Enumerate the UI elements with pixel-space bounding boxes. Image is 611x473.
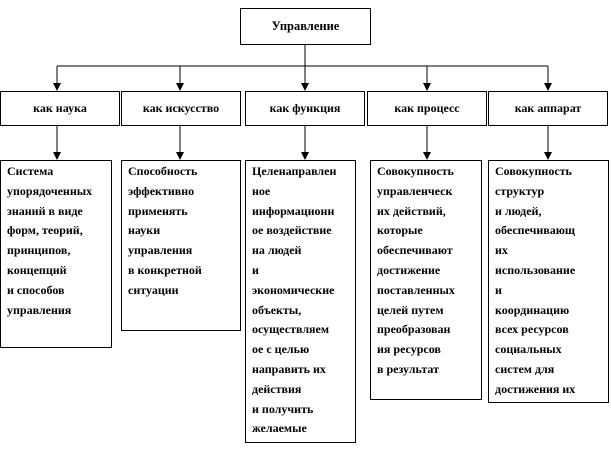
description-box-science: Система упорядоченных знаний в виде форм… xyxy=(0,160,112,348)
description-box-function: Целенаправлен ное информационн ое воздей… xyxy=(245,160,356,443)
root-box: Управление xyxy=(240,8,371,45)
description-box-art: Способность эффективно применять науки у… xyxy=(121,160,241,331)
heading-label: как наука xyxy=(33,100,87,115)
heading-box-apparatus: как аппарат xyxy=(488,91,608,126)
heading-label: как функция xyxy=(269,100,341,115)
heading-box-art: как искусство xyxy=(121,91,241,126)
heading-label: как аппарат xyxy=(514,100,582,115)
heading-box-science: как наука xyxy=(0,91,120,126)
root-label: Управление xyxy=(271,18,340,33)
heading-label: как процесс xyxy=(394,100,460,115)
heading-label: как искусство xyxy=(142,100,220,115)
description-box-apparatus: Совокупность структур и людей, обеспечив… xyxy=(488,160,609,403)
heading-box-process: как процесс xyxy=(367,91,487,126)
description-box-process: Совокупность управленческ их действий, к… xyxy=(370,160,482,400)
heading-box-function: как функция xyxy=(245,91,365,126)
